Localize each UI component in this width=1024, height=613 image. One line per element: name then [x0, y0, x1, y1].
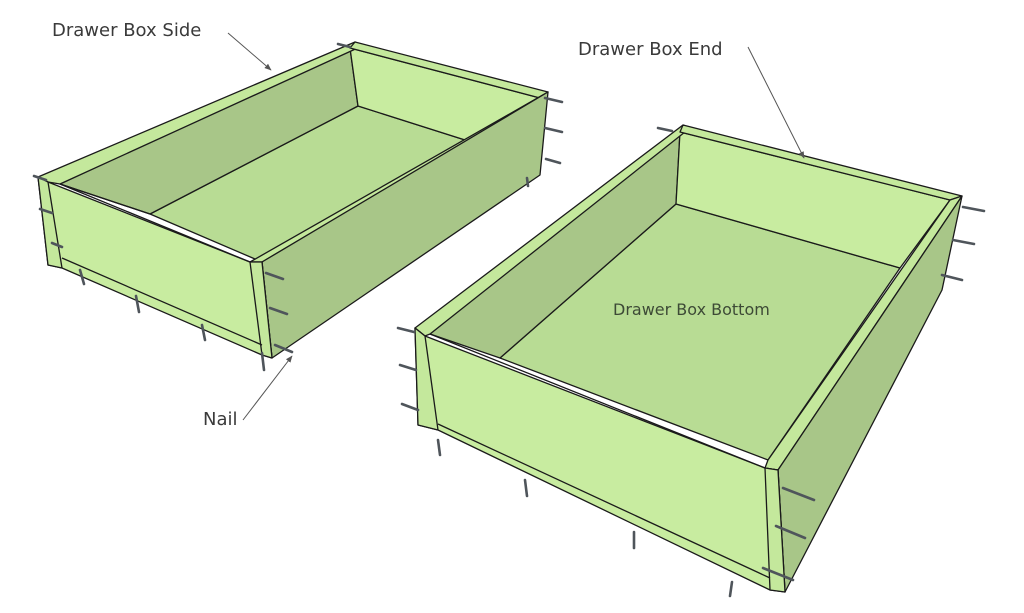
left-box-nails [32, 42, 564, 372]
end-leader-line [747, 46, 805, 159]
left-box-side-endgrain-right [249, 261, 273, 359]
drawer-box-end-label: Drawer Box End [578, 39, 723, 60]
right-drawer-box [414, 124, 963, 593]
nail-label: Nail [203, 409, 238, 430]
nail-leader-line [242, 355, 293, 421]
right-box-nails [396, 126, 986, 598]
side-leader-line [227, 32, 272, 71]
drawer-box-bottom-label: Drawer Box Bottom [613, 300, 770, 319]
drawer-box-side-label: Drawer Box Side [52, 20, 202, 41]
left-drawer-box [37, 41, 549, 359]
right-box-side-endgrain-right [764, 467, 786, 593]
leader-lines [227, 32, 805, 421]
left-box-bottom-edge-line [61, 257, 263, 346]
right-box-side-endgrain-left [414, 327, 439, 431]
right-box-bottom-edge-line [437, 423, 771, 579]
